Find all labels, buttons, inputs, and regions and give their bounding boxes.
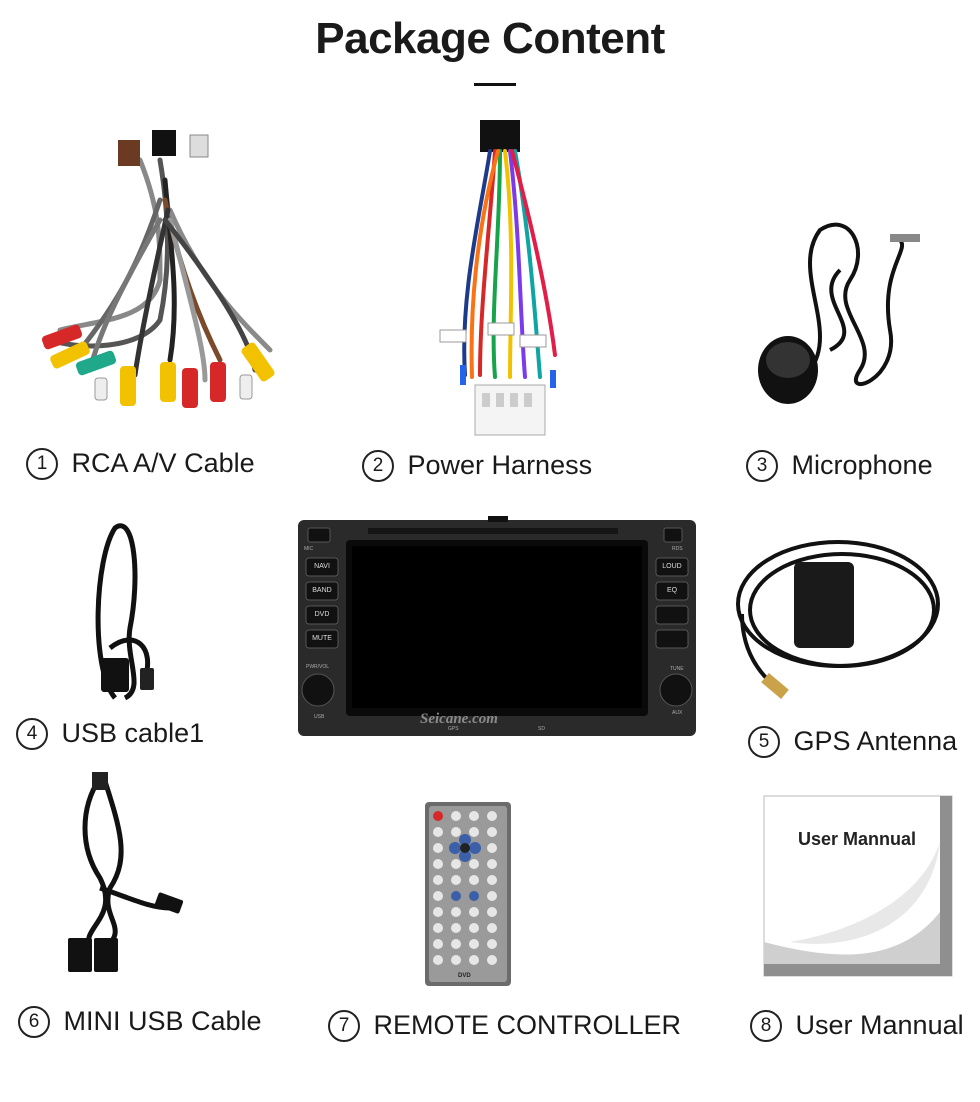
item-6-number: 6	[18, 1006, 50, 1038]
head-unit-device	[298, 516, 696, 738]
dvd-button: DVD	[314, 611, 330, 618]
item-6-text: MINI USB Cable	[63, 1006, 262, 1036]
rds-label: RDS	[672, 546, 683, 552]
microphone-icon	[750, 210, 930, 410]
remote-controller-icon	[423, 800, 513, 988]
item-1-text: RCA A/V Cable	[71, 448, 255, 478]
item-7-number: 7	[328, 1010, 360, 1042]
item-5-label: 5 GPS Antenna	[748, 726, 957, 758]
title-underline	[474, 83, 516, 86]
band-button: BAND	[312, 587, 332, 594]
gps-antenna-icon	[732, 534, 944, 720]
brand-watermark: Seicane.com	[420, 711, 498, 727]
item-2-number: 2	[362, 450, 394, 482]
usb-cable-icon	[85, 518, 165, 708]
item-4-number: 4	[16, 718, 48, 750]
item-4-label: 4 USB cable1	[16, 718, 204, 750]
item-8-number: 8	[750, 1010, 782, 1042]
mute-button: MUTE	[312, 635, 332, 642]
tune-label: TUNE	[670, 666, 684, 672]
item-8-label: 8 User Mannual	[750, 1010, 964, 1042]
remote-brand-mark: DVD	[458, 973, 471, 979]
item-5-number: 5	[748, 726, 780, 758]
item-7-label: 7 REMOTE CONTROLLER	[328, 1010, 681, 1042]
item-5-text: GPS Antenna	[793, 726, 958, 756]
aux-label: AUX	[672, 710, 683, 716]
mini-usb-cable-icon	[60, 768, 190, 976]
item-4-text: USB cable1	[61, 718, 205, 748]
mic-label: MIC	[304, 546, 314, 552]
user-manual-icon	[760, 792, 956, 980]
item-1-number: 1	[26, 448, 58, 480]
navi-button: NAVI	[314, 563, 330, 570]
usb-port-label: USB	[314, 714, 325, 720]
pwr-vol-label: PWR/VOL	[306, 664, 330, 670]
item-6-label: 6 MINI USB Cable	[18, 1006, 262, 1038]
item-2-label: 2 Power Harness	[362, 450, 592, 482]
item-3-label: 3 Microphone	[746, 450, 933, 482]
loud-button: LOUD	[662, 563, 682, 570]
item-3-number: 3	[746, 450, 778, 482]
manual-cover-title: User Mannual	[797, 829, 917, 849]
gps-label: GPS	[448, 726, 459, 732]
rca-cable-icon	[20, 120, 320, 420]
item-1-label: 1 RCA A/V Cable	[26, 448, 255, 480]
item-2-text: Power Harness	[407, 450, 593, 480]
item-3-text: Microphone	[791, 450, 933, 480]
page-title: Package Content	[315, 14, 665, 63]
eq-button: EQ	[666, 587, 678, 594]
power-harness-icon	[420, 115, 600, 445]
sd-label: SD	[538, 726, 545, 732]
item-8-text: User Mannual	[795, 1010, 964, 1040]
item-7-text: REMOTE CONTROLLER	[373, 1010, 682, 1040]
